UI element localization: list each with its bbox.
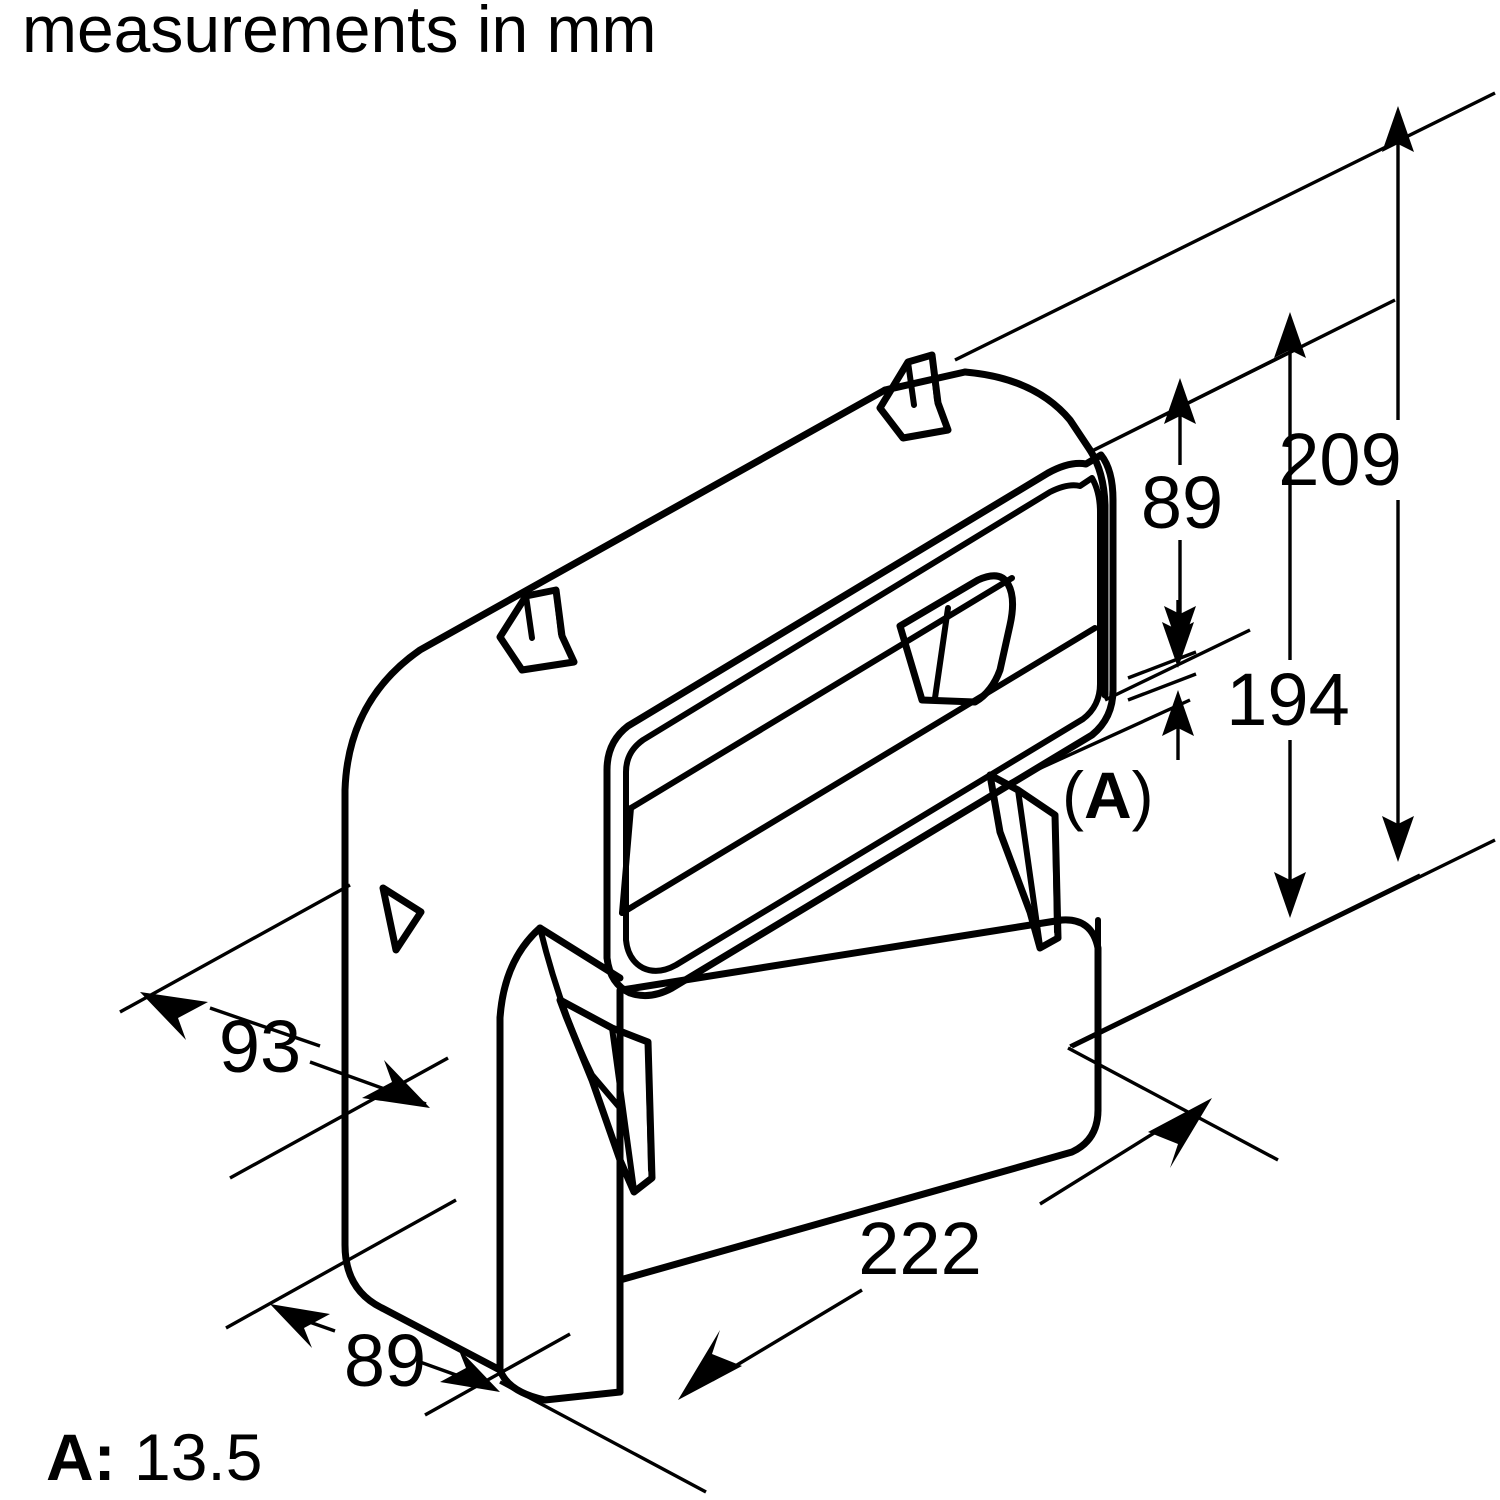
dim-label-89-outlet: 89 (1141, 461, 1223, 544)
lower-flange-crease (609, 1025, 637, 1193)
dimension-A-reference: (A) (1009, 600, 1197, 832)
lower-flange-edge (645, 1039, 654, 1173)
footnote-key: A: (46, 1420, 116, 1494)
reference-letter: A (1084, 758, 1132, 832)
dimension-89-depth: 89 (225, 1198, 571, 1417)
ext-line-93-start (119, 883, 351, 1014)
dim-label-89-depth: 89 (344, 1319, 426, 1402)
ext-line-89-outlet-top (1089, 350, 1291, 454)
reference-callout-A: (A) (1062, 758, 1154, 832)
triangular-notch (379, 884, 425, 954)
arrow-A-upper (1162, 622, 1194, 668)
page-title: measurements in mm (22, 0, 657, 66)
ext-line-89-depth-start (225, 1198, 457, 1330)
arrow-93-left (140, 992, 208, 1040)
base-front-left-curve (496, 924, 544, 1022)
dim-label-209: 209 (1278, 418, 1401, 501)
throat-line-lower (619, 625, 1098, 916)
dim-line-93-left (209, 1006, 321, 1048)
base-right-back-edge (1058, 916, 1102, 1114)
right-flange-crease (1015, 787, 1043, 949)
outlet-inner-frame (623, 475, 1103, 974)
arrow-222-left (678, 1330, 742, 1400)
arrow-209-top (1382, 106, 1414, 152)
ext-line-194-bottom (1069, 873, 1421, 1048)
break-mark-A-upper (1127, 650, 1197, 680)
footnote: A: 13.5 (46, 1420, 262, 1494)
left-face-outline (341, 901, 504, 1374)
arrow-93-right (362, 1060, 430, 1108)
ext-line-222-right (1067, 1046, 1279, 1162)
base-top-right-edge (618, 916, 1066, 994)
inner-flange-tongue (896, 572, 1017, 706)
rear-shoulder-edge (961, 368, 1094, 454)
mounting-clip-rear-fold (905, 359, 917, 408)
ext-line-222-left (499, 1380, 707, 1494)
right-flange-tongue (986, 771, 1062, 952)
arrow-89-outlet-top (1164, 378, 1196, 424)
reference-open-paren: ( (1062, 758, 1084, 832)
base-top-front-edge (536, 924, 624, 982)
arrow-89-depth-left (270, 1304, 330, 1348)
right-flange-edge (1052, 812, 1060, 935)
arrow-194-top (1274, 312, 1306, 358)
leader-line-A (1009, 698, 1191, 784)
ext-line-89-depth-end (424, 1332, 571, 1417)
right-outer-edge-upper (1086, 446, 1109, 699)
top-rear-edge (881, 368, 969, 394)
duct-elbow-illustration (341, 351, 1117, 1404)
break-mark-A-lower (1127, 672, 1197, 702)
base-bottom-left-curve (496, 1366, 624, 1404)
footnote-value: 13.5 (116, 1420, 263, 1494)
arrow-194-bottom (1274, 872, 1306, 918)
dimension-93: 93 (119, 883, 449, 1180)
ext-line-209-top (954, 91, 1496, 362)
reference-close-paren: ) (1132, 758, 1154, 832)
inner-flange-crease (932, 605, 951, 701)
base-right-bottom-edge (616, 1106, 1102, 1284)
arrow-209-bottom (1382, 816, 1414, 862)
arrow-A-lower (1162, 690, 1194, 736)
elbow-outer-curve (341, 386, 889, 909)
dim-label-194: 194 (1226, 658, 1349, 741)
ext-line-93-end (229, 1056, 449, 1180)
arrow-222-right (1148, 1098, 1212, 1168)
dimension-222: 222 (499, 1046, 1279, 1494)
throat-line-left (619, 805, 634, 916)
outlet-outer-frame (603, 451, 1117, 1000)
arrow-89-depth-right (440, 1348, 500, 1392)
mounting-clip-front-edge (553, 587, 564, 637)
dimension-194: 194 (1069, 298, 1421, 1048)
dim-label-93: 93 (219, 1005, 301, 1088)
dimension-89-outlet: 89 (1089, 350, 1291, 702)
dim-label-222: 222 (858, 1207, 981, 1290)
dim-line-222-right (1039, 1118, 1176, 1206)
mounting-clip-rear-edge (929, 352, 940, 403)
mounting-clip-front-fold (523, 593, 535, 641)
